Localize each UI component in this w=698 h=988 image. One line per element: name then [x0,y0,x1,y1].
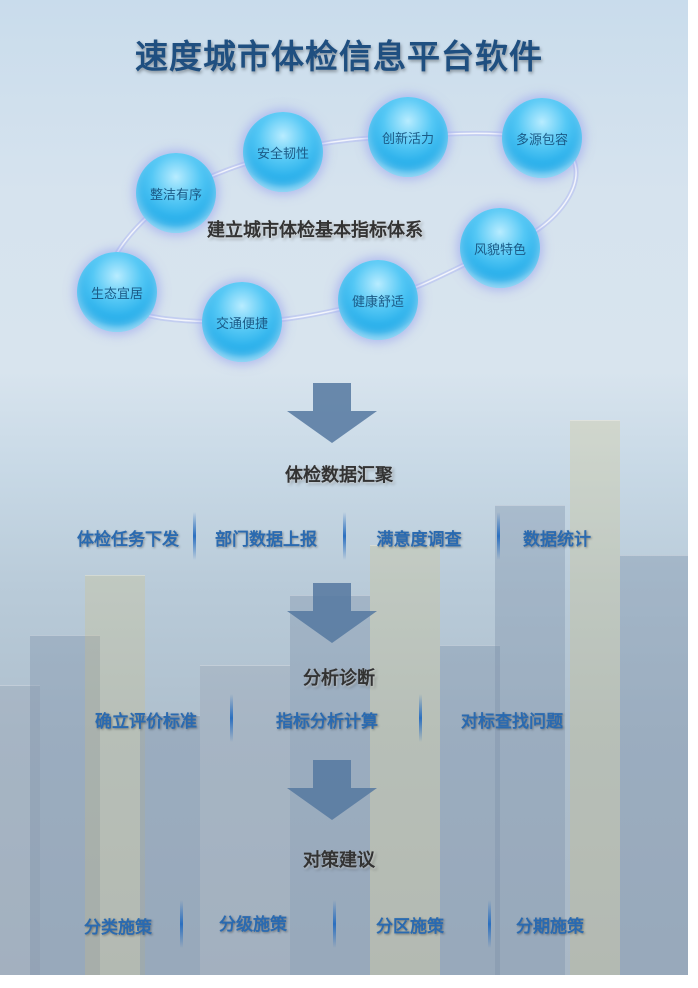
indicator-bubble: 生态宜居 [77,252,157,332]
bubble-label: 风貌特色 [473,242,526,258]
stage-title: 对策建议 [303,850,375,871]
indicator-bubble: 风貌特色 [460,208,540,288]
stage-title: 体检数据汇聚 [285,465,393,486]
building [495,505,565,975]
bubble-label: 整洁有序 [149,187,202,203]
down-arrow-icon [287,760,377,820]
indicator-bubble: 多源包容 [502,98,582,178]
stage-item: 满意度调查 [376,530,462,550]
building [0,685,40,975]
indicator-bubble: 创新活力 [368,97,448,177]
divider [333,900,336,948]
building [370,545,440,975]
divider [230,694,233,742]
bubble-label: 多源包容 [515,132,568,148]
divider [193,512,196,560]
divider [497,512,500,560]
divider [419,694,422,742]
indicator-bubble: 整洁有序 [136,153,216,233]
stage-item: 分区施策 [376,917,444,937]
building [200,665,290,975]
building [85,575,145,975]
bubble-label: 交通便捷 [215,316,268,332]
down-arrow-icon [287,583,377,643]
bubble-label: 安全韧性 [256,146,309,162]
building [30,635,100,975]
stage-item: 体检任务下发 [77,530,179,550]
stage-item: 分期施策 [516,917,584,937]
divider [343,512,346,560]
stage-item: 指标分析计算 [276,712,378,732]
stage-title: 分析诊断 [303,668,375,689]
bubble-label: 生态宜居 [90,286,143,302]
stage-item: 分级施策 [219,915,287,935]
building [620,555,688,975]
indicator-bubble: 交通便捷 [202,282,282,362]
building [570,420,620,975]
indicator-bubble: 安全韧性 [243,112,323,192]
stage-item: 部门数据上报 [215,530,317,550]
stage-item: 确立评价标准 [95,712,197,732]
page-title: 速度城市体检信息平台软件 [135,37,543,76]
indicator-bubble: 健康舒适 [338,260,418,340]
stage-item: 对标查找问题 [461,712,563,732]
building [440,645,500,975]
stage-item: 数据统计 [523,530,591,550]
divider [180,900,183,948]
bubble-label: 健康舒适 [351,294,404,310]
building [140,715,200,975]
indicator-system-label: 建立城市体检基本指标体系 [207,220,423,241]
down-arrow-icon [287,383,377,443]
bubble-label: 创新活力 [381,131,434,147]
stage-item: 分类施策 [84,918,152,938]
divider [488,900,491,948]
infographic-canvas: 速度城市体检信息平台软件 整洁有序 安全韧性 创新活力 多源包容 风貌特色 健康… [0,0,688,975]
